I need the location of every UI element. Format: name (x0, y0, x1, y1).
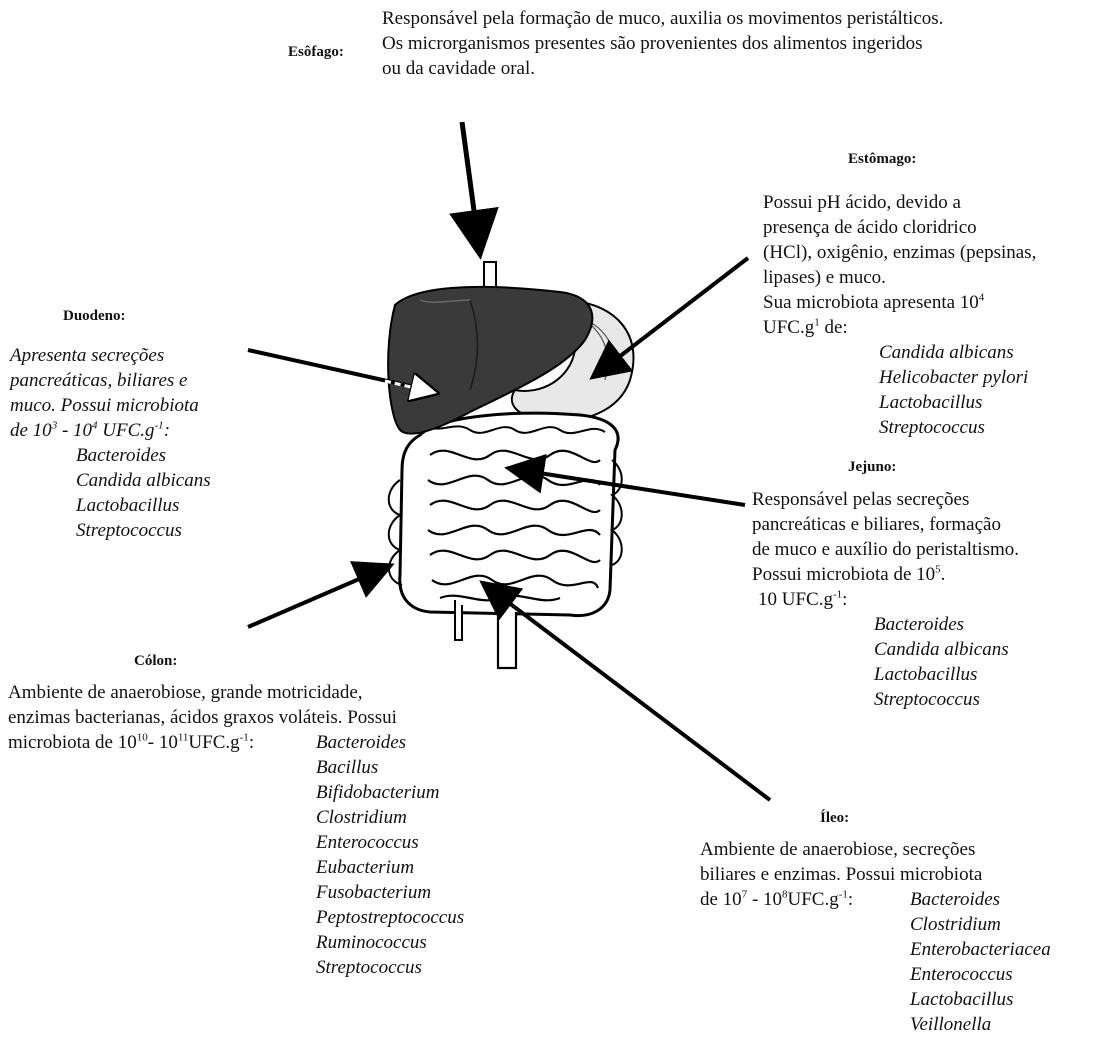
organism-item: Candida albicans (879, 340, 1028, 365)
duodeno-line: Apresenta secreções (10, 343, 270, 368)
colon-title: Cólon: (134, 653, 177, 670)
organism-item: Streptococcus (874, 687, 1009, 712)
ileo-line: biliares e enzimas. Possui microbiota (700, 862, 1110, 887)
esofago-line: Responsável pela formação de muco, auxil… (382, 6, 943, 31)
organism-item: Streptococcus (76, 518, 270, 543)
organism-item: Bacteroides (874, 612, 1009, 637)
appendix-shape (455, 600, 462, 640)
organism-item: Streptococcus (316, 955, 464, 980)
jejuno-microbiota-line: Possui microbiota de 105. (752, 562, 1108, 587)
organism-item: Bacteroides (316, 730, 464, 755)
duodeno-block: Apresenta secreções pancreáticas, biliar… (10, 343, 270, 543)
estomago-line: presença de ácido cloridrico (763, 215, 1108, 240)
estomago-line: lipases) e muco. (763, 265, 1108, 290)
jejuno-title: Jejuno: (848, 459, 896, 476)
organism-item: Streptococcus (879, 415, 1028, 440)
organism-item: Ruminococcus (316, 930, 464, 955)
duodeno-range-line: de 103 - 104 UFC.g-1: (10, 418, 270, 443)
organism-item: Eubacterium (316, 855, 464, 880)
arrow-colon (248, 570, 380, 627)
organism-item: Lactobacillus (910, 987, 1051, 1012)
organism-item: Lactobacillus (879, 390, 1028, 415)
ileo-line: Ambiente de anaerobiose, secreções (700, 837, 1110, 862)
organism-item: Peptostreptococcus (316, 905, 464, 930)
organism-item: Helicobacter pylori (879, 365, 1028, 390)
esofago-line: Os microrganismos presentes são provenie… (382, 31, 943, 56)
estomago-line: (HCl), oxigênio, enzimas (pepsinas, (763, 240, 1108, 265)
organism-item: Enterococcus (316, 830, 464, 855)
jejuno-ufc-line: 10 UFC.g-1: (752, 587, 1108, 612)
estomago-title: Estômago: (848, 151, 916, 168)
organism-item: Clostridium (316, 805, 464, 830)
organism-item: Candida albicans (76, 468, 270, 493)
estomago-microbiota-line: Sua microbiota apresenta 104 (763, 290, 1108, 315)
estomago-ufc-line: UFC.g1 de: (763, 315, 1108, 340)
arrow-ileo (492, 590, 770, 800)
organism-item: Bacteroides (910, 887, 1051, 912)
jejuno-line: de muco e auxílio do peristaltismo. (752, 537, 1108, 562)
colon-line: Ambiente de anaerobiose, grande motricid… (8, 680, 448, 705)
estomago-block: Possui pH ácido, devido a presença de ác… (763, 190, 1108, 340)
organism-item: Bifidobacterium (316, 780, 464, 805)
organism-item: Bacillus (316, 755, 464, 780)
organism-item: Enterobacteriacea (910, 937, 1051, 962)
colon-line: enzimas bacterianas, ácidos graxos volát… (8, 705, 448, 730)
colon-shape (400, 413, 618, 615)
jejuno-line: Responsável pelas secreções (752, 487, 1108, 512)
organism-item: Lactobacillus (874, 662, 1009, 687)
rectum-shape (498, 612, 516, 668)
organism-item: Bacteroides (76, 443, 270, 468)
colon-block: Ambiente de anaerobiose, grande motricid… (8, 680, 448, 755)
organism-item: Veillonella (910, 1012, 1051, 1037)
estomago-line: Possui pH ácido, devido a (763, 190, 1108, 215)
ileo-block: Ambiente de anaerobiose, secreções bilia… (700, 837, 1110, 912)
esofago-line: ou da cavidade oral. (382, 56, 943, 81)
duodeno-line: pancreáticas, biliares e (10, 368, 270, 393)
organism-item: Enterococcus (910, 962, 1051, 987)
arrow-esofago (462, 122, 478, 240)
duodeno-title: Duodeno: (63, 308, 126, 325)
organism-item: Lactobacillus (76, 493, 270, 518)
organism-item: Fusobacterium (316, 880, 464, 905)
esofago-title: Esôfago: (288, 40, 344, 65)
duodeno-line: muco. Possui microbiota (10, 393, 270, 418)
organism-item: Candida albicans (874, 637, 1009, 662)
ileo-title: Íleo: (820, 810, 849, 827)
jejuno-line: pancreáticas e biliares, formação (752, 512, 1108, 537)
organism-item: Clostridium (910, 912, 1051, 937)
arrow-estomago (602, 258, 748, 370)
jejuno-block: Responsável pelas secreções pancreáticas… (752, 487, 1108, 612)
